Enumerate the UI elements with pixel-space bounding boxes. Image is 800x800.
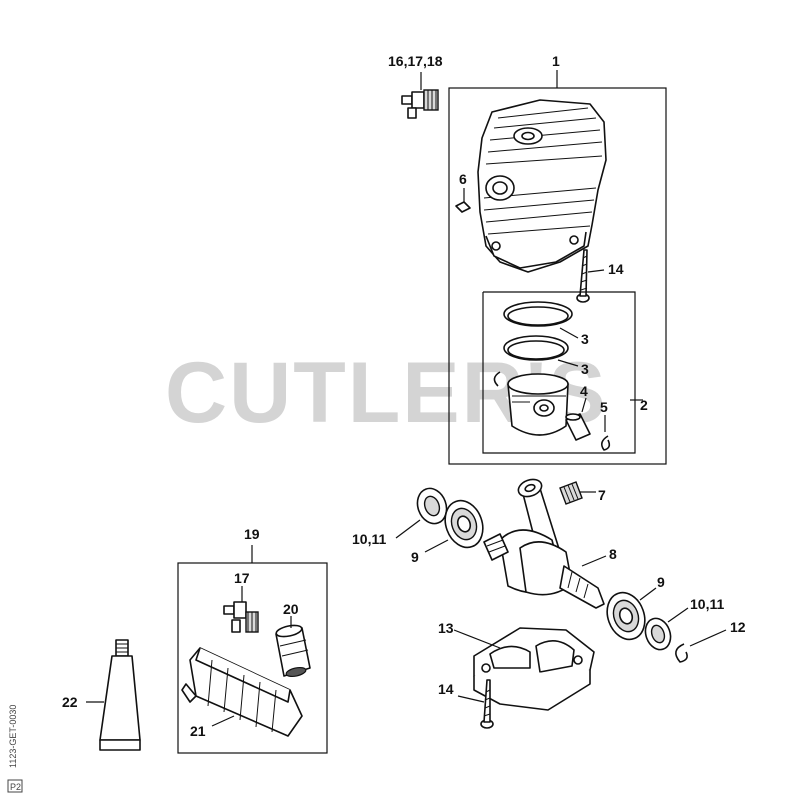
callout-19[interactable]: 19 [244,526,260,542]
air-filter[interactable] [181,647,303,737]
callout-17[interactable]: 17 [234,570,250,586]
callout-21[interactable]: 21 [190,723,206,739]
screw-14-top[interactable] [576,249,590,303]
leader-9-right [639,587,657,601]
leader-14-top [587,269,605,273]
callout-8[interactable]: 8 [609,546,617,562]
circlip-12[interactable] [675,643,688,663]
leader-8 [581,555,607,567]
circlip-5[interactable] [600,435,611,451]
callout-2[interactable]: 2 [640,397,648,413]
corner-mark: P2 [10,782,21,792]
callout-7[interactable]: 7 [598,487,606,503]
leader-21 [211,715,235,727]
leader-14-bottom [457,695,485,703]
piston-kit-box [482,291,636,454]
grease-tube[interactable] [99,639,141,751]
crankshaft[interactable] [483,476,605,609]
cylinder[interactable] [477,99,607,273]
piston-pin[interactable] [565,413,591,441]
callout-22[interactable]: 22 [62,694,78,710]
piston[interactable] [507,373,569,436]
oil-seal-left[interactable] [413,484,452,527]
callout-14-bottom[interactable]: 14 [438,681,454,697]
needle-cage[interactable] [559,481,583,505]
callout-20[interactable]: 20 [283,601,299,617]
piston-ring-lower[interactable] [503,335,569,361]
corner-mark-box [7,779,23,793]
callout-9-left[interactable]: 9 [411,549,419,565]
spark-plug[interactable] [401,89,439,119]
crankcase[interactable] [473,627,595,711]
clip-6[interactable] [455,201,471,213]
oil-seal-right[interactable] [641,615,674,653]
piston-ring-upper[interactable] [503,301,573,327]
callout-10-11-left[interactable]: 10,11 [352,531,386,547]
leader-3-b [557,359,579,367]
callout-4[interactable]: 4 [580,383,588,399]
leader-13 [453,629,501,649]
callout-3-b[interactable]: 3 [581,361,589,377]
callout-1[interactable]: 1 [552,53,560,69]
circlip-left[interactable] [493,371,501,387]
callout-13[interactable]: 13 [438,620,454,636]
leader-9-left [424,539,449,553]
callout-12[interactable]: 12 [730,619,746,635]
callout-5[interactable]: 5 [600,399,608,415]
leader-12 [689,629,727,647]
callout-6[interactable]: 6 [459,171,467,187]
ball-bearing-right[interactable] [601,587,651,644]
leader-10-11-left [395,519,421,539]
callout-10-11-right[interactable]: 10,11 [690,596,724,612]
screw-14-bottom[interactable] [480,679,494,729]
callout-14-top[interactable]: 14 [608,261,624,277]
leader-4 [581,397,587,413]
drawing-code: 1123-GET-0030 [8,705,18,768]
fuel-filter[interactable] [275,623,311,678]
leader-10-11-right [667,607,689,623]
leader-3-a [559,327,579,339]
callout-3-a[interactable]: 3 [581,331,589,347]
callout-9-right[interactable]: 9 [657,574,665,590]
callout-16-17-18[interactable]: 16,17,18 [388,53,443,69]
ball-bearing-left[interactable] [439,495,489,552]
spark-plug-17[interactable] [223,601,259,633]
